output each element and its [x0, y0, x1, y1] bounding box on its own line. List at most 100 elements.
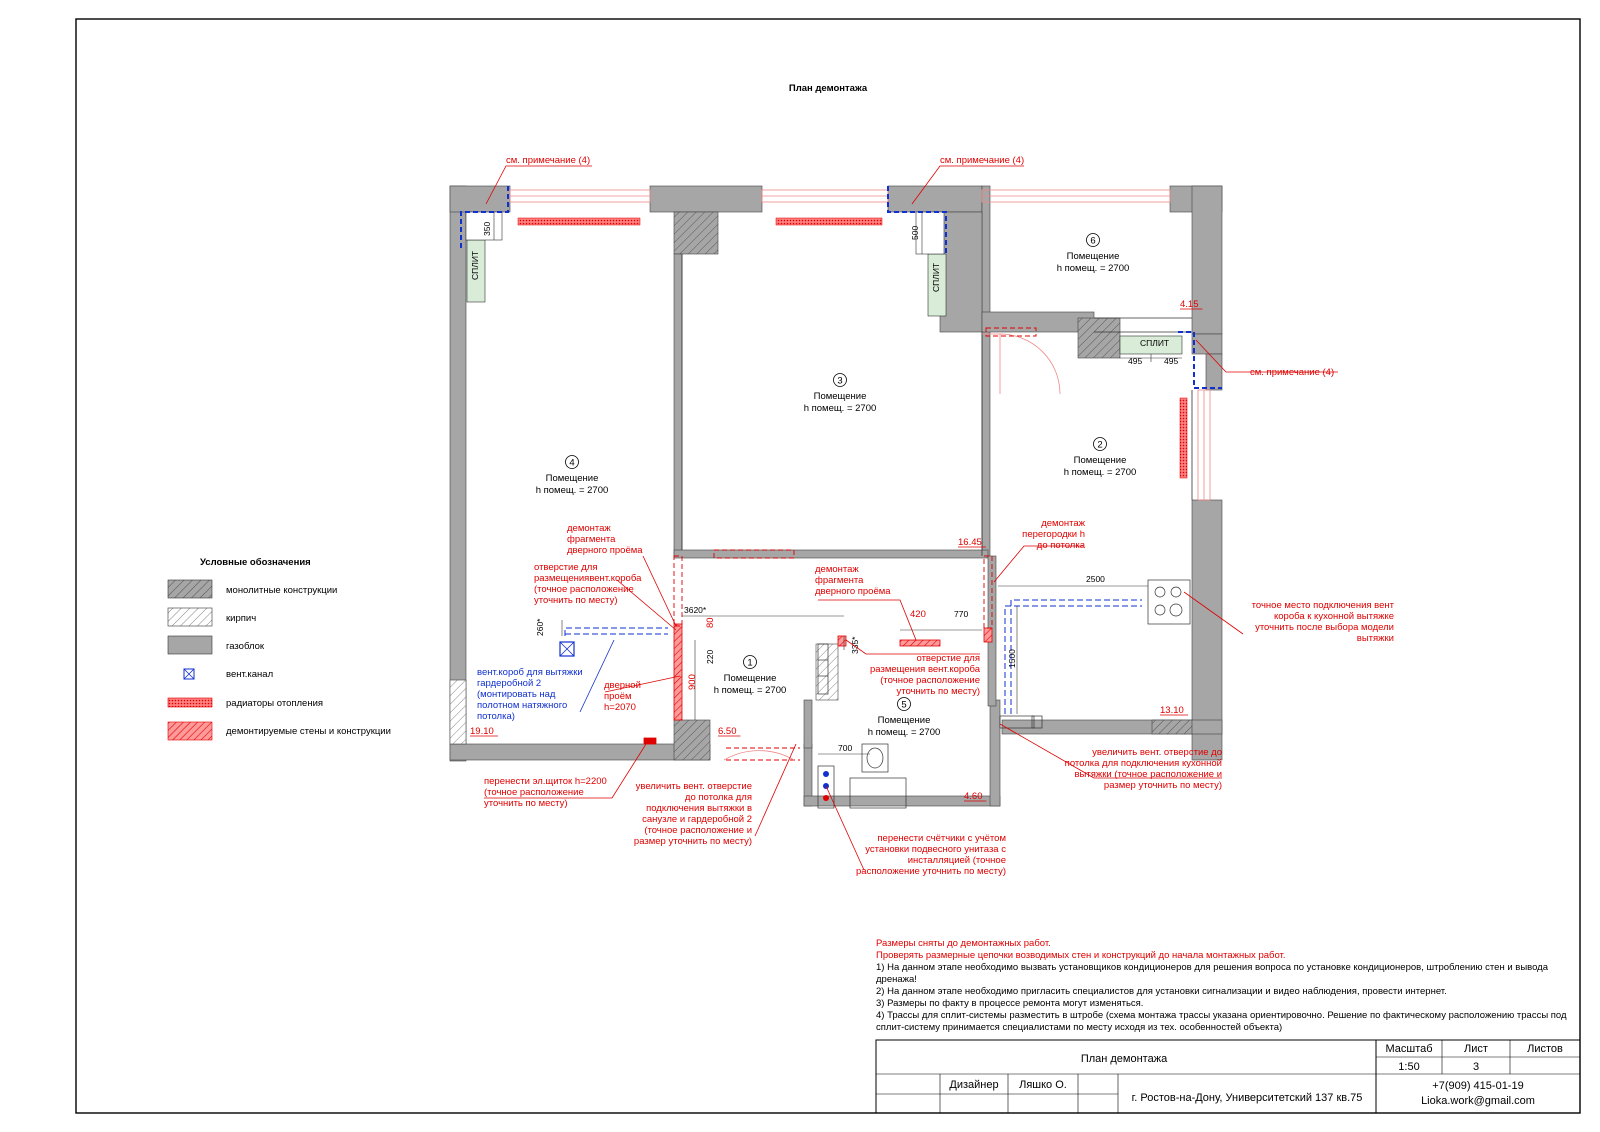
vent-box-icon — [559, 641, 575, 657]
annotation-text: фрагмента — [815, 575, 864, 586]
annotation-text: (точное расположение — [534, 584, 634, 595]
address: г. Ростов-на-Дону, Университетский 137 к… — [1132, 1092, 1363, 1104]
room-height: h помещ. = 2700 — [1064, 467, 1137, 478]
svg-text:СПЛИТ: СПЛИТ — [470, 251, 480, 280]
svg-text:220: 220 — [705, 650, 715, 664]
legend-label: кирпич — [226, 613, 256, 624]
svg-text:260*: 260* — [535, 618, 545, 636]
annotation-text: демонтаж — [815, 564, 859, 575]
room-number: 1 — [747, 658, 752, 669]
svg-text:1500: 1500 — [1007, 649, 1017, 668]
legend: Условные обозначения монолитные конструк… — [167, 557, 391, 741]
room-name: Помещение — [546, 473, 599, 484]
note-line: дренажа! — [876, 974, 917, 985]
svg-text:2500: 2500 — [1086, 574, 1105, 584]
air-conditioners: СПЛИТ СПЛИТ СПЛИТ — [466, 239, 1183, 355]
cooktop — [1147, 579, 1191, 625]
annotation-text: потолка для подключения кухонной — [1065, 758, 1222, 769]
annotation-text: вытяжки (точное расположение и — [1075, 769, 1223, 780]
phone: +7(909) 415-01-19 — [1432, 1080, 1523, 1092]
bathroom-fixtures — [817, 643, 1043, 809]
room-number: 6 — [1090, 236, 1095, 247]
ac-boxes — [465, 211, 945, 255]
svg-text:350: 350 — [482, 222, 492, 236]
svg-text:495: 495 — [1164, 356, 1178, 366]
room-height: h помещ. = 2700 — [804, 403, 877, 414]
room-height: h помещ. = 2700 — [868, 727, 941, 738]
annotation-text: см. примечание (4) — [506, 155, 590, 166]
room-area: 16.45 — [958, 537, 982, 548]
room-number: 2 — [1097, 440, 1102, 451]
annotation-text: отверстие для — [534, 562, 598, 573]
annotation-text: демонтаж — [1041, 518, 1085, 529]
blue-leader — [579, 639, 615, 713]
room-number: 4 — [569, 458, 574, 469]
svg-text:700: 700 — [838, 743, 852, 753]
room-name: Помещение — [878, 715, 931, 726]
room-area: 4.60 — [964, 791, 983, 802]
svg-text:335*: 335* — [850, 636, 860, 654]
annotation-text: размер уточнить по месту) — [634, 836, 752, 847]
room-number-circle — [1086, 233, 1100, 247]
annotation-text: уточнить по месту) — [896, 686, 980, 697]
annotation-text: см. примечание (4) — [940, 155, 1024, 166]
room-name: Помещение — [1067, 251, 1120, 262]
annotation-text: размещения вент.короба — [870, 664, 981, 675]
demolished-walls — [643, 623, 993, 745]
dimension-lines — [493, 212, 1182, 755]
annotation-text: h=2070 — [604, 702, 636, 713]
note-line: сплит-систему принимается специалистами … — [876, 1022, 1282, 1033]
svg-text:500: 500 — [910, 226, 920, 240]
room-number-circle — [565, 455, 579, 469]
svg-text:СПЛИТ: СПЛИТ — [1140, 338, 1169, 348]
annotation-text: (точное расположение и — [644, 825, 752, 836]
legend-vent-icon — [183, 668, 195, 680]
svg-text:495: 495 — [1128, 356, 1142, 366]
legend-swatch-radiator — [167, 697, 213, 708]
annotation-text: увеличить вент. отверстие — [636, 781, 752, 792]
room-name: Помещение — [814, 391, 867, 402]
annotation-text: установки подвесного унитаза с — [865, 844, 1006, 855]
svg-text:770: 770 — [954, 609, 968, 619]
annotations: см. примечание (4)см. примечание (4)см. … — [477, 155, 1395, 877]
annotation-text: расположение уточнить по месту) — [856, 866, 1006, 877]
room-number-circle — [897, 697, 911, 711]
scale-value: 1:50 — [1398, 1061, 1419, 1073]
annotation-text: отверстие для — [917, 653, 981, 664]
general-notes: Размеры сняты до демонтажных работ.Прове… — [876, 938, 1567, 1033]
svg-text:80: 80 — [705, 617, 716, 628]
scale-label: Масштаб — [1385, 1043, 1432, 1055]
annotation-text: точное место подключения вент — [1252, 600, 1395, 611]
annotation-text: (точное расположение — [484, 787, 584, 798]
annotation-text: размер уточнить по месту) — [1104, 780, 1222, 791]
annotation-text: дверного проёма — [815, 586, 891, 597]
annotation-text: перенести счётчики с учётом — [877, 833, 1006, 844]
wall-outlines — [681, 254, 1193, 556]
annotation-text: вент.короб для вытяжки — [477, 667, 583, 678]
annotation-text: полотном натяжного — [477, 700, 567, 711]
note-red: Проверять размерные цепочки возводимых с… — [876, 950, 1285, 961]
room-area: 6.50 — [718, 726, 737, 737]
note-red: Размеры сняты до демонтажных работ. — [876, 938, 1051, 949]
title-block — [875, 1039, 1581, 1114]
legend-title: Условные обозначения — [200, 557, 311, 568]
annotation-text: вытяжки — [1357, 633, 1394, 644]
room-number: 5 — [901, 700, 906, 711]
demolition-outlines — [673, 327, 1037, 761]
legend-label: газоблок — [226, 641, 265, 652]
room-area: 19.10 — [470, 726, 494, 737]
annotation-text: уточнить по месту) — [534, 595, 618, 606]
designer-name: Ляшко О. — [1019, 1079, 1067, 1091]
vent-routes — [564, 599, 1142, 714]
legend-label: демонтируемые стены и конструкции — [226, 726, 391, 737]
annotation-text: гардеробной 2 — [477, 678, 541, 689]
sheet-value: 3 — [1473, 1061, 1479, 1073]
annotation-text: (монтировать над — [477, 689, 556, 700]
sheets-label: Листов — [1527, 1043, 1563, 1055]
note-line: 1) На данном этапе необходимо вызвать ус… — [876, 962, 1549, 973]
ac-routes — [460, 186, 1222, 389]
